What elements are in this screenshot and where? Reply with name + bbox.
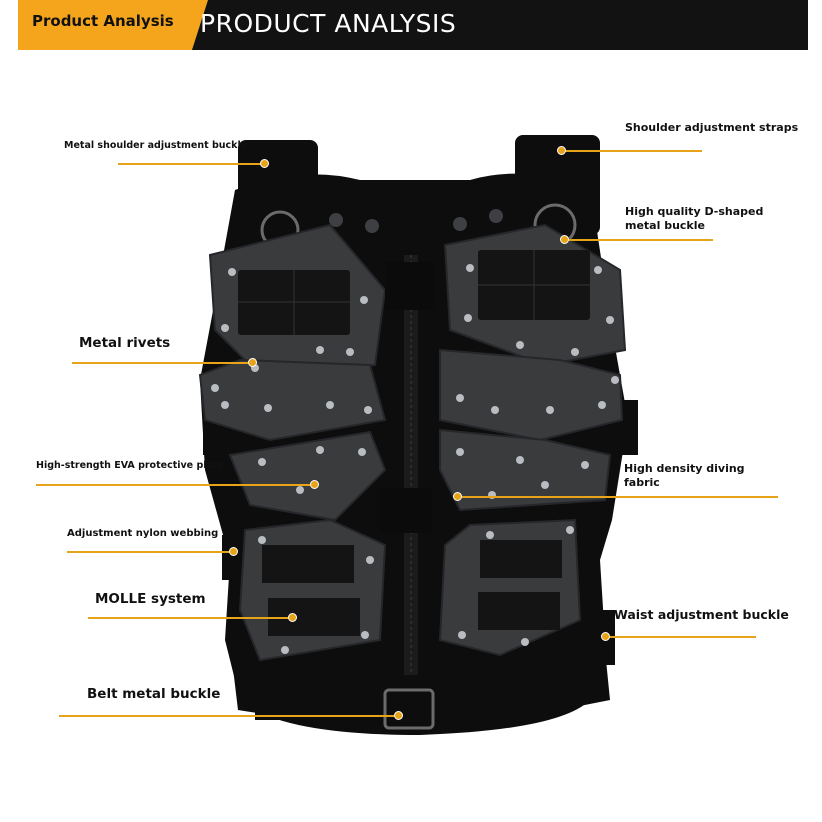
- callout-high-quality-d-shaped-metal-buckle: High quality D-shaped metal buckle: [625, 205, 764, 232]
- callout-molle-system: MOLLE system: [95, 591, 206, 607]
- pointer-dot: [394, 711, 403, 720]
- callout-belt-metal-buckle: Belt metal buckle: [87, 686, 221, 702]
- pointer-dot: [260, 159, 269, 168]
- pointer-dot: [288, 613, 297, 622]
- leader-line: [88, 617, 293, 619]
- leader-line: [565, 239, 713, 241]
- header-bar: Product Analysis PRODUCT ANALYSIS: [18, 0, 808, 50]
- leader-line: [67, 551, 235, 553]
- callout-adjustment-nylon-webbing: Adjustment nylon webbing: [67, 528, 219, 539]
- pointer-dot: [248, 358, 257, 367]
- callout-waist-adjustment-buckle: Waist adjustment buckle: [614, 607, 789, 622]
- pointer-dot: [557, 146, 566, 155]
- page-title: PRODUCT ANALYSIS: [200, 9, 457, 38]
- callout-metal-shoulder-adjustment-buckle: Metal shoulder adjustment buckle: [64, 140, 248, 151]
- pointer-dot: [310, 480, 319, 489]
- leader-line: [36, 484, 314, 486]
- leader-line: [72, 362, 254, 364]
- pointer-dot: [229, 547, 238, 556]
- product-analysis-tab: Product Analysis: [18, 0, 208, 50]
- pointer-dot: [601, 632, 610, 641]
- leader-line: [458, 496, 778, 498]
- leader-line: [606, 636, 756, 638]
- leader-line: [562, 150, 702, 152]
- pointer-dot: [453, 492, 462, 501]
- pointer-dot: [560, 235, 569, 244]
- leader-line: [118, 163, 266, 165]
- leader-line: [59, 715, 399, 717]
- tab-label: Product Analysis: [32, 12, 174, 30]
- callout-metal-rivets: Metal rivets: [79, 335, 171, 351]
- callout-high-strength-eva-protective-plate: High-strength EVA protective plate: [36, 460, 224, 471]
- callout-high-density-diving-fabric: High density diving fabric: [624, 462, 745, 489]
- callout-shoulder-adjustment-straps: Shoulder adjustment straps: [625, 121, 799, 134]
